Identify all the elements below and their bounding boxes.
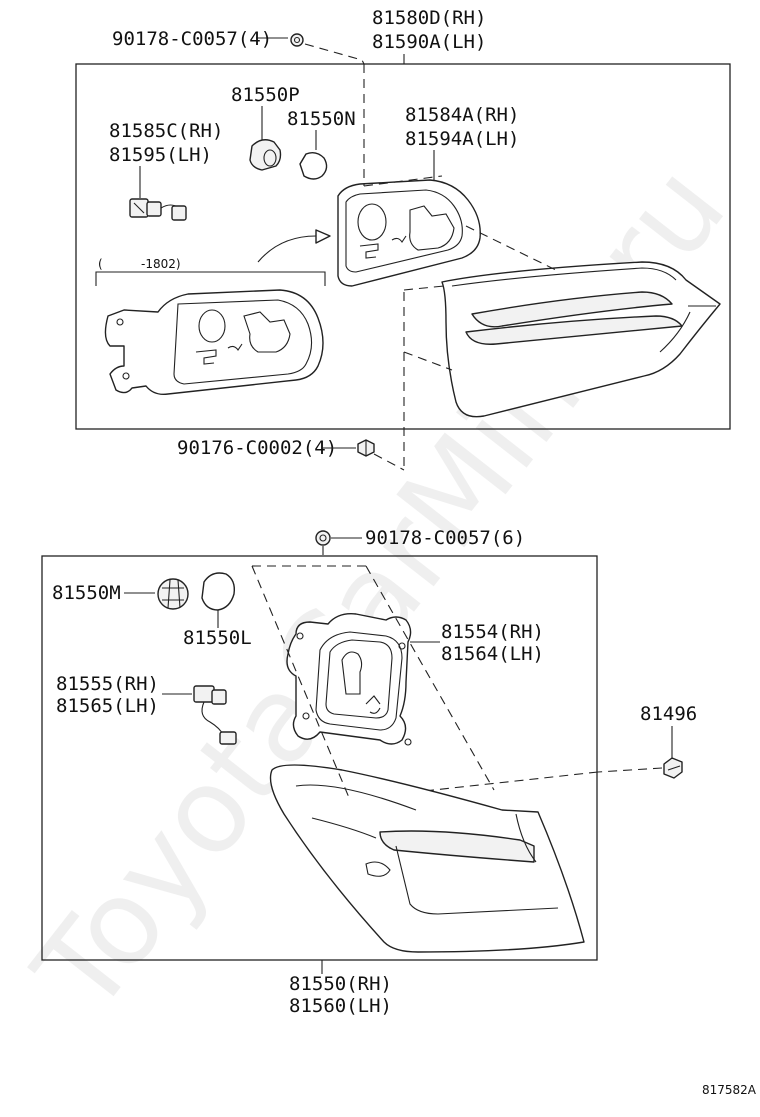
arrow-icon-variant <box>257 229 331 263</box>
socket-lower-lh-label: 81565(LH) <box>56 695 159 717</box>
socket-upper-lh-label: 81595(LH) <box>109 144 212 166</box>
bolt-icon-lower[interactable] <box>315 530 362 546</box>
wire-socket-icon-upper[interactable] <box>129 198 187 221</box>
gasket-upper[interactable] <box>337 179 481 287</box>
lamp-lower-rh-label: 81550(RH) <box>289 973 392 995</box>
assembly-line-lower-3 <box>365 565 495 791</box>
assembly-line-upper-6 <box>403 285 445 291</box>
lamp-lens-lower[interactable] <box>269 764 585 953</box>
bulb-n-label: 81550N <box>287 108 356 130</box>
assembly-line-upper-3 <box>465 225 561 273</box>
gasket-upper-rh-label: 81584A(RH) <box>405 104 519 126</box>
bulb-socket-icon-p[interactable] <box>249 139 282 171</box>
clip-label: 81496 <box>640 703 697 725</box>
nut-icon-upper[interactable] <box>357 439 375 457</box>
bulb-socket-icon-m[interactable] <box>157 578 189 610</box>
bulb-p-label: 81550P <box>231 84 300 106</box>
gasket-upper-lh-label: 81594A(LH) <box>405 128 519 150</box>
lamp-lens-upper[interactable] <box>441 261 721 418</box>
bolt-upper-label: 90178-C0057(4) <box>112 28 272 50</box>
socket-upper-rh-label: 81585C(RH) <box>109 120 223 142</box>
variant-note-label: -1802) <box>141 257 181 271</box>
bolt-icon-upper[interactable] <box>256 33 365 65</box>
nut-upper-label: 90176-C0002(4) <box>177 437 337 459</box>
assembly-line-upper-5 <box>403 351 453 371</box>
gasket-lower-lh-label: 81564(LH) <box>441 643 544 665</box>
bolt-lower-label: 90178-C0057(6) <box>365 527 525 549</box>
clip-icon[interactable] <box>663 757 683 779</box>
lamp-upper-rh-label: 81580D(RH) <box>372 7 486 29</box>
gasket-lower-rh-label: 81554(RH) <box>441 621 544 643</box>
variant-note-open: ( <box>98 257 103 271</box>
figure-code: 817582A <box>702 1083 757 1097</box>
lower-group-frame <box>41 555 598 961</box>
socket-lower-rh-label: 81555(RH) <box>56 673 159 695</box>
upper-group-frame <box>75 63 731 430</box>
assembly-line-upper-2 <box>363 175 443 187</box>
gasket-lower[interactable] <box>286 613 412 746</box>
bulb-l-label: 81550L <box>183 627 252 649</box>
wire-socket-icon-lower[interactable] <box>193 685 237 745</box>
bulb-m-label: 81550M <box>52 582 121 604</box>
gasket-upper-variant[interactable] <box>104 289 324 396</box>
lamp-lower-lh-label: 81560(LH) <box>289 995 392 1017</box>
bulb-icon-n[interactable] <box>299 151 328 180</box>
lamp-upper-lh-label: 81590A(LH) <box>372 31 486 53</box>
bulb-icon-l[interactable] <box>201 572 236 611</box>
assembly-line-lower-2 <box>251 565 351 801</box>
